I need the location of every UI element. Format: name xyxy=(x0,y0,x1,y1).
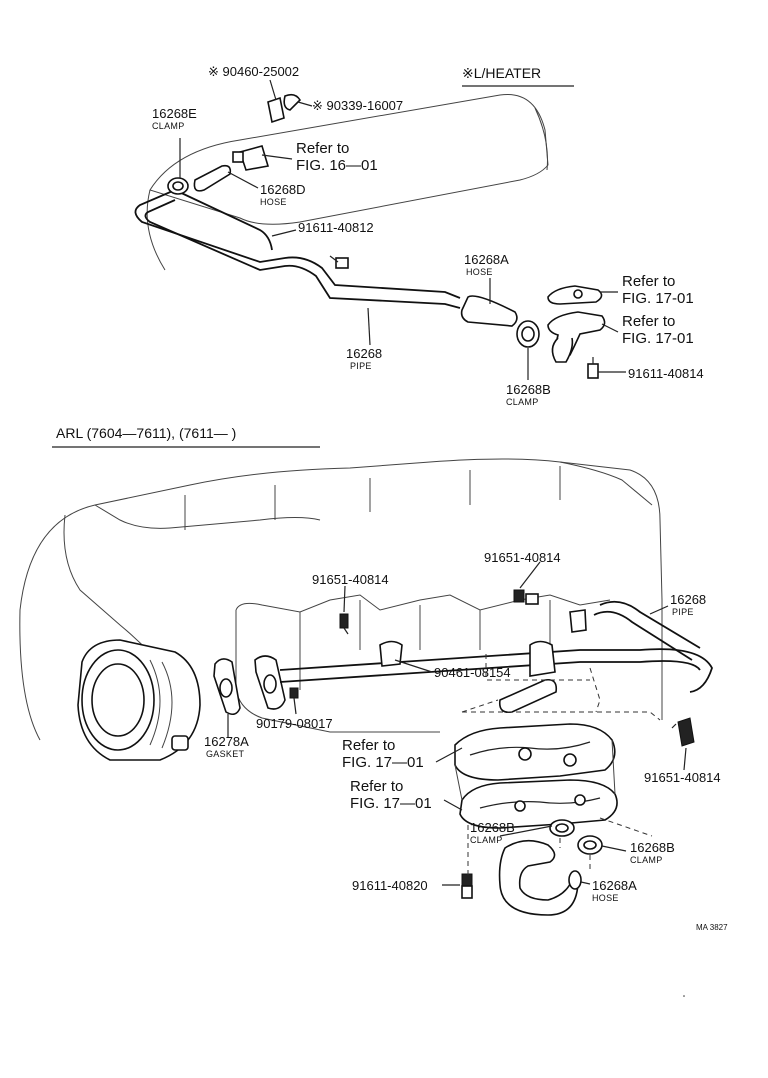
part-number-16268D: 16268D xyxy=(260,182,306,197)
bolt-91651-40814-a-part xyxy=(339,613,349,635)
part-number-91651-40814-a: 91651-40814 xyxy=(312,572,389,587)
ref-fig-17-01-a-line2: FIG. 17-01 xyxy=(622,290,694,307)
part-name-clamp-bot-b: CLAMP xyxy=(630,855,663,865)
part-number-91611-40812: 91611-40812 xyxy=(298,220,374,235)
clamp-16268E-part xyxy=(167,177,189,195)
bottom-engine-block-outline xyxy=(19,458,663,741)
part-name-clamp-top: CLAMP xyxy=(506,397,539,407)
ref-fig-17-01-c-line2: FIG. 17—01 xyxy=(342,754,424,771)
clamp-16268B-bot-b-part xyxy=(577,835,603,855)
part-number-91611-40820: 91611-40820 xyxy=(352,878,428,893)
turbocharger-housing xyxy=(77,639,201,761)
bracket-90461-part xyxy=(379,609,587,677)
part-number-16268B-top: 16268B xyxy=(506,382,551,397)
part-number-16268A-bot: 16268A xyxy=(592,878,637,893)
hose-lower-short-part xyxy=(498,678,558,714)
bolt-91611-40812-part xyxy=(329,255,349,269)
part-name-pipe-bot: PIPE xyxy=(672,607,694,617)
part-name-pipe-top: PIPE xyxy=(350,361,372,371)
part-name-hose-top: HOSE xyxy=(466,267,493,277)
part-number-90339-16007: ※ 90339-16007 xyxy=(312,98,403,113)
top-engine-outline xyxy=(146,93,549,271)
hose-16268A-bot-part xyxy=(498,839,582,916)
part-number-91651-40814-b: 91651-40814 xyxy=(484,550,561,565)
bolt-90179-part xyxy=(289,687,299,699)
clamp-16268B-bot-a-part xyxy=(549,819,575,837)
bottom-pipe-16268 xyxy=(279,600,713,693)
ref-fig-17-01-b-line1: Refer to xyxy=(622,313,675,330)
bolt-91611-40820-part xyxy=(461,873,473,899)
part-number-16268E: 16268E xyxy=(152,106,197,121)
part-name-hose-bot: HOSE xyxy=(592,893,619,903)
part-number-16278A: 16278A xyxy=(204,734,249,749)
bottom-leader-lines xyxy=(227,561,687,886)
ref-fig-16-01-line1: Refer to xyxy=(296,140,349,157)
oil-cooler-assembly xyxy=(454,723,618,829)
clamp-16268B-top-part xyxy=(516,320,540,348)
hose-16268D-part xyxy=(193,164,232,192)
ref-fig-17-01-d-line1: Refer to xyxy=(350,778,403,795)
part-number-91611-40814: 91611-40814 xyxy=(628,366,704,381)
ref-fig-17-01-d-line2: FIG. 17—01 xyxy=(350,795,432,812)
bolt-91651-40814-b-part xyxy=(513,589,539,605)
hose-16268A-top-part xyxy=(460,295,518,327)
part-number-90461-08154: 90461-08154 xyxy=(434,665,511,680)
stray-dot xyxy=(683,995,685,997)
part-number-16268-top: 16268 xyxy=(346,346,382,361)
part-number-16268-bot: 16268 xyxy=(670,592,706,607)
section-header-arl: ARL (7604—7611), (7611— ) xyxy=(56,425,236,441)
bolt-91651-40814-c-part xyxy=(671,717,695,747)
heater-variant-label: ※L/HEATER xyxy=(462,65,541,81)
part-number-16268B-bot-b: 16268B xyxy=(630,840,675,855)
gaskets-top-part xyxy=(547,285,606,363)
flange-part xyxy=(254,655,286,710)
part-name-clamp-bot-a: CLAMP xyxy=(470,835,503,845)
top-leader-lines xyxy=(179,79,626,380)
bottom-dashed-guides xyxy=(461,654,661,876)
gasket-16278A-part xyxy=(213,658,241,716)
part-number-90179-08017: 90179-08017 xyxy=(256,716,333,731)
part-number-16268B-bot-a: 16268B xyxy=(470,820,515,835)
part-number-91651-40814-c: 91651-40814 xyxy=(644,770,721,785)
ref-fig-17-01-c-line1: Refer to xyxy=(342,737,395,754)
part-name-gasket: GASKET xyxy=(206,749,245,759)
ref-fig-17-01-b-line2: FIG. 17-01 xyxy=(622,330,694,347)
part-number-90460-25002: ※ 90460-25002 xyxy=(208,64,299,79)
drawing-code: MA 3827 xyxy=(696,923,728,932)
part-name-clamp: CLAMP xyxy=(152,121,185,131)
ref-fig-17-01-a-line1: Refer to xyxy=(622,273,675,290)
ref-fig-16-01-line2: FIG. 16—01 xyxy=(296,157,378,174)
part-name-hose: HOSE xyxy=(260,197,287,207)
top-pipe-16268 xyxy=(134,189,461,309)
part-number-16268A-top: 16268A xyxy=(464,252,509,267)
fitting-90460-part xyxy=(232,93,302,171)
bolt-91611-40814-part xyxy=(587,357,599,379)
